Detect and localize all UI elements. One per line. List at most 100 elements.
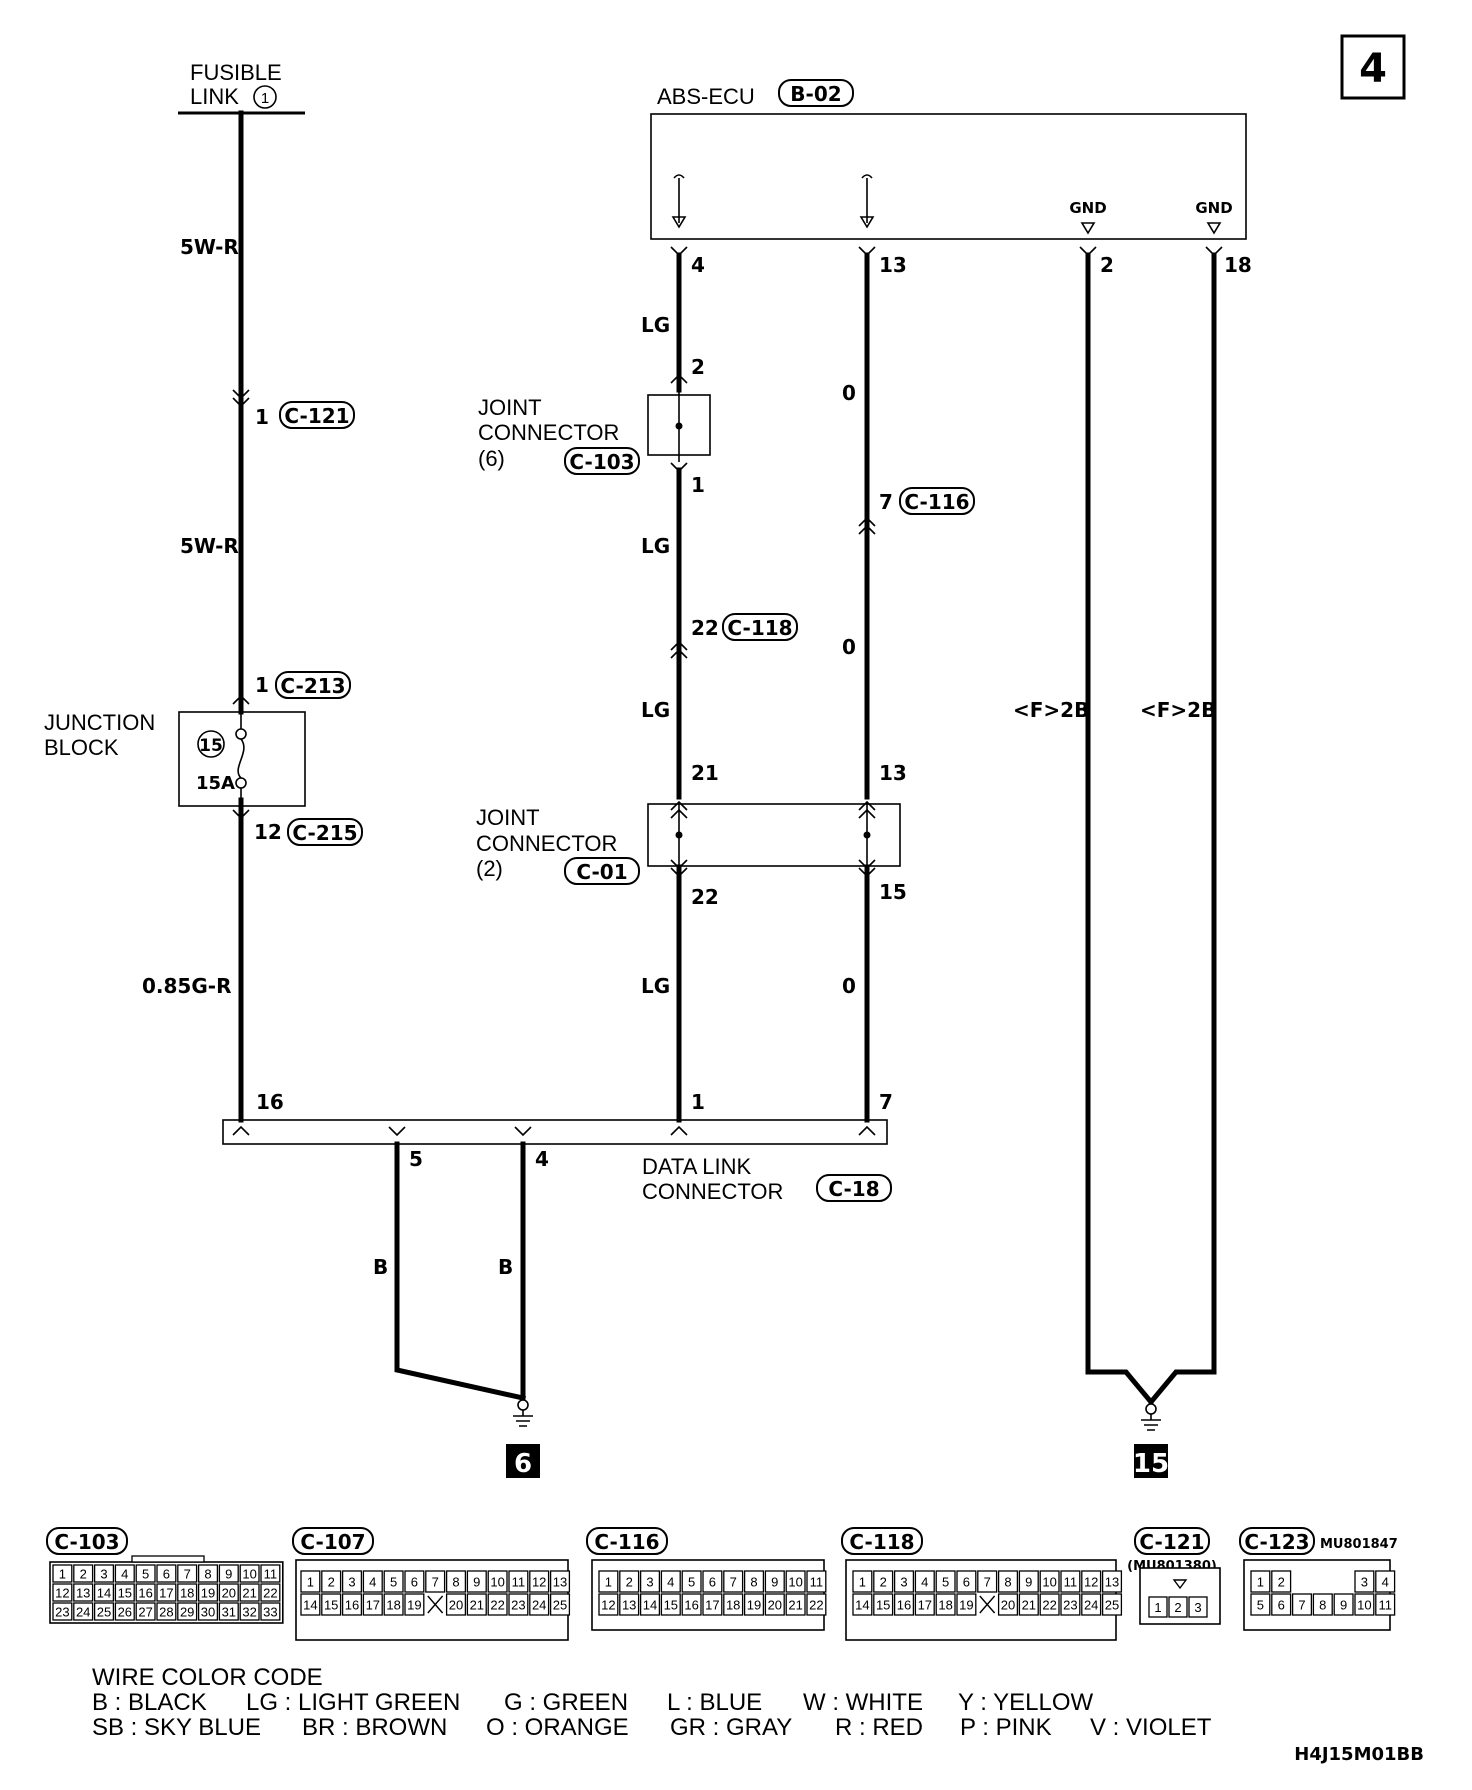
connector-pin-number: 3 bbox=[646, 1575, 653, 1590]
connector-pin bbox=[135, 1583, 156, 1602]
connector-view-tag bbox=[292, 1527, 374, 1555]
connector-pin bbox=[893, 1570, 915, 1593]
connector-pin bbox=[73, 1564, 94, 1583]
fuse-icon bbox=[237, 738, 245, 779]
connector-pin-number: 17 bbox=[705, 1598, 719, 1613]
legend-y: Y : YELLOW bbox=[958, 1689, 1094, 1716]
connector-pin bbox=[218, 1583, 239, 1602]
connector-pin bbox=[1081, 1593, 1102, 1616]
connector-pin-number: 8 bbox=[1004, 1575, 1011, 1590]
connector-pin-number: 9 bbox=[771, 1575, 778, 1590]
connector-pin-number: 29 bbox=[180, 1605, 194, 1620]
connector-pin bbox=[197, 1564, 219, 1583]
legend-v: V : VIOLET bbox=[1090, 1714, 1212, 1741]
connector-pin bbox=[362, 1570, 383, 1593]
connector-pin-number: 6 bbox=[163, 1567, 170, 1582]
connector-view-tag bbox=[841, 1527, 923, 1555]
connector-pin bbox=[914, 1593, 935, 1616]
c118-tag bbox=[722, 613, 798, 641]
connector-pin-number: 8 bbox=[452, 1575, 459, 1590]
connector-pin bbox=[260, 1564, 281, 1583]
document-code: H4J15M01BB bbox=[1294, 1744, 1424, 1765]
connector-pin-number: 5 bbox=[688, 1575, 695, 1590]
connector-pin-number: 24 bbox=[76, 1605, 90, 1620]
connector-pin-number: 2 bbox=[328, 1575, 335, 1590]
connector-pin-number: 28 bbox=[159, 1605, 173, 1620]
wire-label-lg-1: LG bbox=[641, 313, 670, 337]
fusible-link-label-1: FUSIBLE bbox=[190, 60, 282, 85]
connector-pin bbox=[239, 1564, 260, 1583]
connector-pin bbox=[1168, 1596, 1188, 1618]
junction-block-label-2: BLOCK bbox=[44, 735, 119, 760]
connector-pin-number: 2 bbox=[626, 1575, 633, 1590]
connector-pin-number: 21 bbox=[242, 1586, 256, 1601]
connector-pin-number: 25 bbox=[1105, 1598, 1119, 1613]
connector-pin-number: 20 bbox=[768, 1598, 782, 1613]
c116-inline-marker bbox=[858, 516, 876, 535]
connector-pin bbox=[1312, 1593, 1333, 1616]
connector-pin-number: 10 bbox=[1357, 1598, 1371, 1613]
c118-pin: 22 bbox=[691, 616, 719, 640]
fuse-terminal-top bbox=[235, 728, 247, 740]
jc2-o-junction-dot bbox=[863, 831, 871, 839]
connector-pin bbox=[619, 1570, 640, 1593]
c215-pin: 12 bbox=[254, 820, 282, 844]
jc6-conn: C-103 bbox=[569, 450, 634, 474]
connector-pin-number: 23 bbox=[55, 1605, 69, 1620]
connector-pin bbox=[1354, 1570, 1375, 1593]
fuse-number: 15 bbox=[199, 736, 223, 756]
connector-view-label: C-107 bbox=[300, 1530, 365, 1554]
connector-pin-number: 22 bbox=[490, 1598, 504, 1613]
connector-pin bbox=[445, 1570, 467, 1593]
connector-pin bbox=[383, 1570, 404, 1593]
connector-pin-number: 10 bbox=[1042, 1575, 1056, 1590]
connector-pin-number: 3 bbox=[100, 1567, 107, 1582]
connector-pin-number: 4 bbox=[667, 1575, 674, 1590]
connector-pin bbox=[806, 1570, 827, 1593]
connector-pin-number: 27 bbox=[138, 1605, 152, 1620]
connector-pin-number: 3 bbox=[1194, 1600, 1201, 1615]
connector-pin-number: 13 bbox=[1105, 1575, 1119, 1590]
connector-pin-number: 5 bbox=[942, 1575, 949, 1590]
connector-pin bbox=[1188, 1596, 1208, 1618]
connector-pin-number: 10 bbox=[490, 1575, 504, 1590]
connector-pin-number: 18 bbox=[938, 1598, 952, 1613]
connector-pin-number: 2 bbox=[1174, 1600, 1181, 1615]
fusible-link-label-2: LINK bbox=[190, 84, 239, 109]
jc2-label-num: (2) bbox=[476, 856, 503, 881]
wire-label-lg-2: LG bbox=[641, 534, 670, 558]
connector-view-label: C-121 bbox=[1139, 1530, 1204, 1554]
connector-pin-number: 7 bbox=[984, 1575, 991, 1590]
connector-pin-number: 16 bbox=[345, 1598, 359, 1613]
connector-pin bbox=[935, 1593, 956, 1616]
connector-pin-number: 7 bbox=[730, 1575, 737, 1590]
connector-pin-number: 22 bbox=[1042, 1598, 1056, 1613]
dlc-box bbox=[222, 1119, 888, 1145]
connector-pin-number: 21 bbox=[788, 1598, 802, 1613]
jc2-bot-pin-o: 15 bbox=[879, 880, 907, 904]
connector-pin-number: 12 bbox=[532, 1575, 546, 1590]
connector-pin bbox=[702, 1593, 723, 1616]
dlc-pin-16: 16 bbox=[256, 1090, 284, 1114]
connector-pin bbox=[1060, 1570, 1081, 1593]
connector-pin bbox=[1081, 1570, 1102, 1593]
connector-pin bbox=[1333, 1593, 1354, 1616]
connector-pin bbox=[52, 1602, 73, 1621]
connector-pin bbox=[681, 1593, 702, 1616]
abs-ecu-gnd-1-icon bbox=[1080, 222, 1096, 235]
connector-pin bbox=[598, 1570, 619, 1593]
legend-g: G : GREEN bbox=[504, 1689, 628, 1716]
connector-pin bbox=[260, 1602, 281, 1621]
legend-title: WIRE COLOR CODE bbox=[92, 1664, 323, 1691]
jc6-label-1: JOINT bbox=[478, 395, 542, 420]
legend-lg: LG : LIGHT GREEN bbox=[246, 1689, 460, 1716]
abs-ecu-conn: B-02 bbox=[790, 82, 841, 106]
connector-pin bbox=[935, 1570, 956, 1593]
connector-pin bbox=[702, 1570, 723, 1593]
connector-pin-number: 33 bbox=[263, 1605, 277, 1620]
connector-pin-number: 17 bbox=[159, 1586, 173, 1601]
legend-r: R : RED bbox=[835, 1714, 923, 1741]
connector-pin-number: 17 bbox=[918, 1598, 932, 1613]
